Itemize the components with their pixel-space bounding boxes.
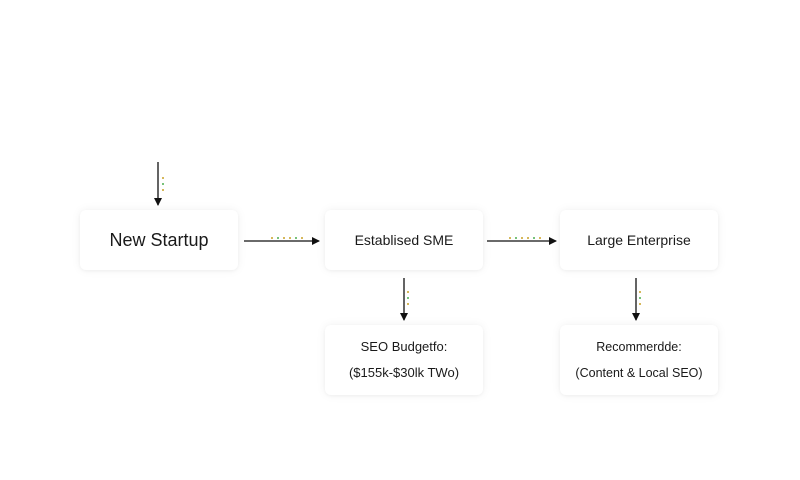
arrow-enterprise-to-recommend	[632, 278, 641, 321]
node-new-startup-label: New Startup	[109, 229, 209, 250]
arrow-sme-to-enterprise	[487, 237, 557, 245]
node-seo-budget-range: ($155k-$30lk TWo)	[348, 365, 460, 380]
node-recommendation-title: Recommerdde:	[596, 340, 682, 354]
node-seo-budget: SEO Budgetfo: ($155k-$30lk TWo)	[325, 325, 483, 395]
node-seo-budget-title: SEO Budgetfo:	[360, 339, 448, 354]
node-recommendation-detail: (Content & Local SEO)	[575, 366, 703, 380]
arrow-sme-to-budget	[400, 278, 409, 321]
node-large-enterprise: Large Enterprise	[560, 210, 718, 270]
node-established-sme: Establised SME	[325, 210, 483, 270]
entry-arrow	[154, 162, 164, 206]
node-large-enterprise-label: Large Enterprise	[587, 232, 691, 248]
node-established-sme-label: Establised SME	[354, 232, 454, 248]
node-new-startup: New Startup	[80, 210, 238, 270]
arrow-startup-to-sme	[244, 237, 320, 245]
node-recommendation: Recommerdde: (Content & Local SEO)	[560, 325, 718, 395]
